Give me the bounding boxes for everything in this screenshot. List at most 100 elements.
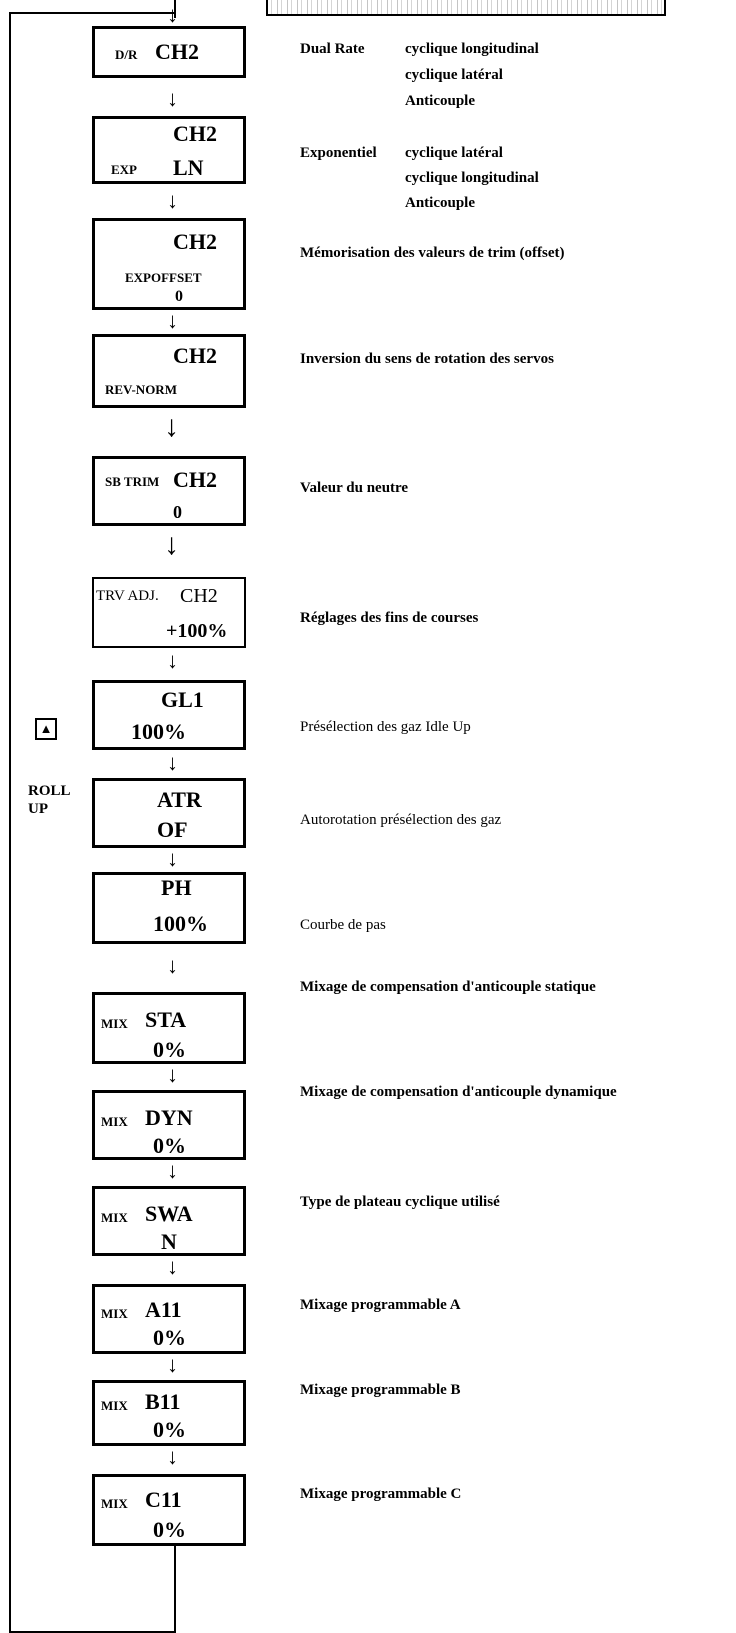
box-label: MIX — [101, 1306, 128, 1321]
flow-arrow-13: ↓ — [167, 1352, 178, 1377]
lcd-box-mix-static: MIX STA 0% — [92, 992, 246, 1064]
lcd-box-expo: CH2 EXP LN — [92, 116, 246, 184]
desc-mix-c: Mixage programmable C — [300, 1486, 462, 1502]
flow-arrow-4: ↓ — [164, 410, 179, 443]
flow-arrow-2: ↓ — [167, 188, 178, 213]
box-label: MIX — [101, 1210, 128, 1225]
lcd-box-mix-a: MIX A11 0% — [92, 1284, 246, 1354]
desc-expo-item: cyclique longitudinal — [405, 170, 539, 186]
box-channel: CH2 — [173, 467, 217, 492]
box-channel: CH2 — [155, 39, 199, 64]
flow-arrow-7: ↓ — [167, 750, 178, 775]
roll-up-label: ROLL UP — [28, 782, 71, 818]
desc-expo: Exponentiel — [300, 145, 377, 161]
box-value: 100% — [153, 911, 208, 936]
box-value: 0% — [153, 1133, 186, 1158]
box-value: LN — [173, 155, 204, 180]
box-channel: PH — [161, 875, 192, 900]
flow-arrow-12: ↓ — [167, 1254, 178, 1279]
lcd-box-dual-rate: D/R CH2 — [92, 26, 246, 78]
box-channel: C11 — [145, 1487, 182, 1512]
box-value: OF — [157, 817, 188, 842]
lcd-box-idle-up: GL1 100% — [92, 680, 246, 750]
box-label: EXP — [111, 162, 137, 177]
roll-up-button[interactable]: ▲ — [35, 718, 57, 740]
flow-arrow-6: ↓ — [167, 648, 178, 673]
lcd-box-reverse: CH2 REV-NORM — [92, 334, 246, 408]
box-label: SB TRIM — [105, 474, 160, 489]
desc-autorotation: Autorotation présélection des gaz — [300, 812, 502, 828]
desc-expo-item: Anticouple — [405, 195, 476, 211]
desc-offset: Mémorisation des valeurs de trim (offset… — [300, 245, 565, 261]
desc-dual-rate-item: Anticouple — [405, 93, 476, 109]
loop-line-vertical — [9, 12, 11, 1633]
lcd-box-mix-dynamic: MIX DYN 0% — [92, 1090, 246, 1160]
loop-line-bottom — [9, 1631, 175, 1633]
flow-arrow-1: ↓ — [167, 86, 178, 111]
box-label: MIX — [101, 1114, 128, 1129]
box-label: EXPOFFSET — [125, 270, 202, 285]
box-channel: CH2 — [173, 229, 217, 254]
lcd-box-pitch: PH 100% — [92, 872, 246, 944]
box-label: TRV ADJ. — [96, 588, 159, 604]
box-value: N — [161, 1229, 177, 1254]
desc-idle-up: Présélection des gaz Idle Up — [300, 719, 471, 735]
box-label: MIX — [101, 1496, 128, 1511]
box-value: 0 — [173, 502, 182, 522]
up-triangle-icon: ▲ — [39, 721, 53, 736]
desc-expo-item: cyclique latéral — [405, 145, 503, 161]
box-channel: GL1 — [161, 687, 204, 712]
flow-arrow-9: ↓ — [167, 953, 178, 978]
box-label: MIX — [101, 1398, 128, 1413]
flow-arrow-10: ↓ — [167, 1062, 178, 1087]
flow-arrow-5: ↓ — [164, 528, 179, 561]
lcd-box-autorotation: ATR OF — [92, 778, 246, 848]
box-value: 0% — [153, 1417, 186, 1442]
box-channel: SWA — [145, 1201, 193, 1226]
lcd-box-offset: CH2 EXPOFFSET 0 — [92, 218, 246, 310]
box-label: D/R — [115, 47, 138, 62]
desc-dual-rate: Dual Rate — [300, 41, 365, 57]
box-value: 0 — [175, 288, 183, 305]
desc-mix-a: Mixage programmable A — [300, 1297, 461, 1313]
box-value: 0% — [153, 1325, 186, 1350]
desc-dual-rate-item: cyclique longitudinal — [405, 41, 539, 57]
desc-pitch: Courbe de pas — [300, 917, 386, 933]
box-channel: B11 — [145, 1389, 181, 1414]
desc-mix-static: Mixage de compensation d'anticouple stat… — [300, 979, 596, 995]
box-value: +100% — [166, 620, 228, 642]
lcd-box-mix-c: MIX C11 0% — [92, 1474, 246, 1546]
flow-arrow-14: ↓ — [167, 1444, 178, 1469]
box-label: REV-NORM — [105, 382, 177, 397]
desc-reverse: Inversion du sens de rotation des servos — [300, 351, 554, 367]
desc-mix-b: Mixage programmable B — [300, 1382, 461, 1398]
flow-line-bottom — [174, 1603, 176, 1633]
flow-arrow-3: ↓ — [167, 308, 178, 333]
desc-dual-rate-item: cyclique latéral — [405, 67, 503, 83]
box-value: 0% — [153, 1517, 186, 1542]
box-channel: DYN — [145, 1105, 193, 1130]
flow-line-top — [174, 0, 176, 18]
lcd-box-mix-b: MIX B11 0% — [92, 1380, 246, 1446]
box-channel: ATR — [157, 787, 202, 812]
box-label: MIX — [101, 1016, 128, 1031]
roll-up-line2: UP — [28, 801, 48, 817]
loop-line-top — [9, 12, 175, 14]
lcd-box-subtrim: SB TRIM CH2 0 — [92, 456, 246, 526]
lcd-box-swash: MIX SWA N — [92, 1186, 246, 1256]
box-channel: STA — [145, 1007, 187, 1032]
desc-mix-dynamic: Mixage de compensation d'anticouple dyna… — [300, 1084, 617, 1100]
desc-swash: Type de plateau cyclique utilisé — [300, 1194, 500, 1210]
flow-arrow-8: ↓ — [167, 846, 178, 871]
box-channel: CH2 — [173, 121, 217, 146]
flow-line-end — [174, 1546, 176, 1604]
top-strip — [266, 0, 666, 16]
desc-subtrim: Valeur du neutre — [300, 480, 409, 496]
lcd-box-travel: TRV ADJ. CH2 +100% — [92, 577, 246, 648]
box-value: 0% — [153, 1037, 186, 1062]
box-value: 100% — [131, 719, 186, 744]
flow-arrow-11: ↓ — [167, 1158, 178, 1183]
box-channel: CH2 — [180, 585, 218, 607]
desc-travel: Réglages des fins de courses — [300, 610, 479, 626]
box-channel: A11 — [145, 1297, 182, 1322]
